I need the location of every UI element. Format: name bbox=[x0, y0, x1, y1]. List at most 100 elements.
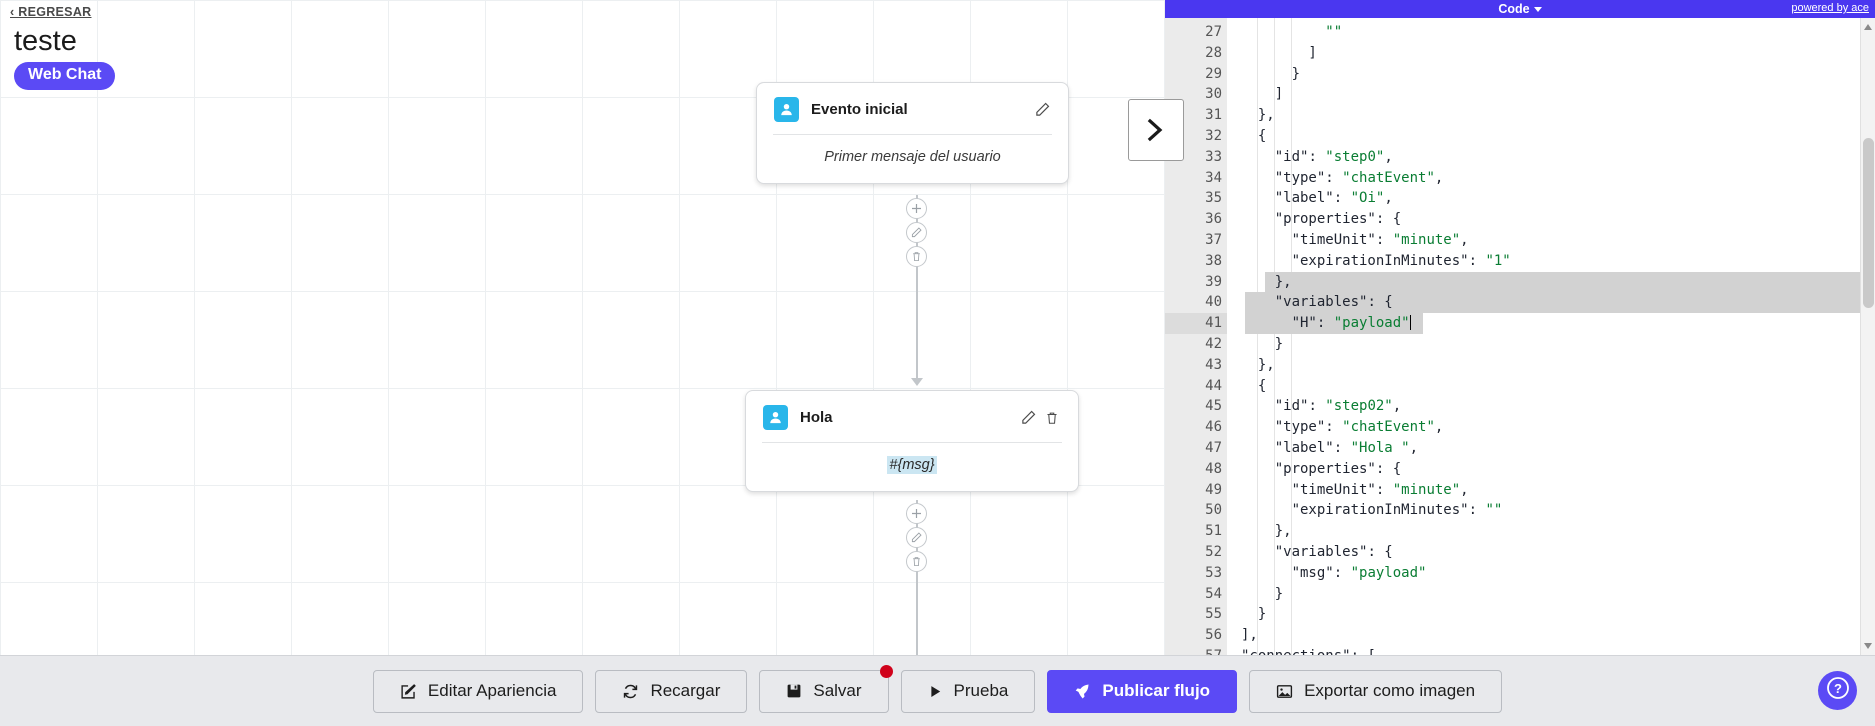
line-number: 54 bbox=[1205, 585, 1222, 602]
line-number: 38 bbox=[1205, 252, 1222, 269]
code-line[interactable]: } bbox=[1241, 585, 1284, 602]
code-line[interactable]: }, bbox=[1241, 107, 1275, 124]
flow-canvas[interactable]: ‹ REGRESAR teste Web Chat bbox=[0, 0, 1165, 655]
delete-step-button[interactable] bbox=[906, 246, 927, 267]
line-number: 41 bbox=[1165, 313, 1227, 334]
image-icon bbox=[1276, 683, 1293, 700]
code-line[interactable]: "type": "chatEvent", bbox=[1274, 419, 1444, 436]
code-line[interactable]: "expirationInMinutes": "" bbox=[1291, 502, 1503, 519]
line-number: 37 bbox=[1205, 231, 1222, 248]
powered-by-link[interactable]: powered by ace bbox=[1791, 2, 1869, 14]
edit-square-icon bbox=[400, 683, 417, 700]
line-number: 44 bbox=[1165, 376, 1236, 397]
flow-node-hola[interactable]: Hola #{msg} bbox=[745, 390, 1079, 492]
code-line[interactable]: ] bbox=[1241, 44, 1317, 61]
add-step-button[interactable] bbox=[906, 198, 927, 219]
publicar-flujo-button[interactable]: Publicar flujo bbox=[1047, 669, 1238, 713]
code-line[interactable]: "" bbox=[1325, 24, 1343, 40]
page-title: teste bbox=[14, 25, 77, 57]
code-line[interactable]: "label": "Oi", bbox=[1274, 190, 1393, 207]
node-body: Primer mensaje del usuario bbox=[824, 149, 1001, 165]
code-line[interactable]: "timeUnit": "minute", bbox=[1291, 481, 1469, 498]
code-line[interactable]: { bbox=[1241, 377, 1267, 394]
prueba-button[interactable]: Prueba bbox=[900, 669, 1036, 713]
line-number: 39 bbox=[1205, 273, 1222, 290]
code-mode-selector[interactable]: Code bbox=[1498, 2, 1542, 16]
code-line[interactable]: "expirationInMinutes": "1" bbox=[1291, 252, 1511, 269]
code-panel-title: Code bbox=[1498, 2, 1530, 16]
editar-apariencia-button[interactable]: Editar Apariencia bbox=[372, 669, 584, 713]
editor-content[interactable]: "" ] } ] }, { "id": "step0", "type": "ch… bbox=[1227, 18, 1875, 655]
back-link[interactable]: ‹ REGRESAR bbox=[10, 5, 92, 19]
code-line[interactable]: }, bbox=[1227, 271, 1875, 293]
trash-icon[interactable] bbox=[1042, 408, 1062, 428]
collapse-panel-handle[interactable] bbox=[1128, 99, 1184, 161]
code-line[interactable]: "properties": { bbox=[1274, 211, 1402, 228]
connector-arrow-1 bbox=[911, 378, 923, 386]
scrollbar-thumb[interactable] bbox=[1863, 138, 1874, 308]
play-icon bbox=[928, 684, 943, 699]
chevron-right-icon bbox=[1145, 117, 1167, 143]
pencil-icon[interactable] bbox=[1018, 408, 1038, 428]
node-body: #{msg} bbox=[746, 443, 1078, 491]
node-header: Hola bbox=[746, 391, 1078, 442]
code-line[interactable]: "connections": [ bbox=[1227, 646, 1875, 655]
connector-actions-1 bbox=[906, 198, 927, 267]
add-step-button[interactable] bbox=[906, 503, 927, 524]
code-line[interactable]: } bbox=[1241, 606, 1267, 623]
code-line[interactable]: "label": "Hola ", bbox=[1274, 439, 1419, 456]
code-line[interactable]: } bbox=[1241, 65, 1301, 82]
edit-step-button[interactable] bbox=[906, 222, 927, 243]
recargar-button[interactable]: Recargar bbox=[595, 669, 748, 713]
code-line[interactable]: ] bbox=[1241, 86, 1284, 103]
code-line[interactable]: }, bbox=[1241, 523, 1292, 540]
connector-line-2 bbox=[916, 500, 918, 655]
code-panel-topbar: Code powered by ace bbox=[1165, 0, 1875, 18]
code-line[interactable]: "type": "chatEvent", bbox=[1274, 169, 1444, 186]
scroll-up-icon[interactable] bbox=[1864, 24, 1872, 30]
line-number: 34 bbox=[1205, 169, 1222, 186]
code-line[interactable]: ], bbox=[1241, 627, 1258, 644]
line-number: 29 bbox=[1205, 65, 1222, 82]
line-number: 52 bbox=[1165, 542, 1236, 563]
help-button[interactable]: ? bbox=[1818, 671, 1857, 710]
salvar-button[interactable]: Salvar bbox=[759, 664, 893, 713]
button-label: Publicar flujo bbox=[1102, 681, 1211, 700]
code-line[interactable]: "variables": { bbox=[1227, 292, 1875, 313]
flow-node-evento-inicial[interactable]: Evento inicial Primer mensaje del usuari… bbox=[756, 82, 1069, 184]
code-line[interactable]: } bbox=[1241, 335, 1284, 352]
code-line[interactable]: { bbox=[1241, 127, 1267, 144]
button-label: Exportar como imagen bbox=[1304, 681, 1476, 700]
code-line[interactable]: }, bbox=[1241, 356, 1275, 373]
code-line[interactable]: "H": "payload" bbox=[1227, 313, 1875, 334]
line-number: 40 bbox=[1165, 292, 1236, 313]
line-number: 46 bbox=[1205, 419, 1222, 436]
node-divider bbox=[762, 442, 1062, 443]
line-number: 28 bbox=[1205, 44, 1222, 61]
code-line[interactable]: "id": "step02", bbox=[1274, 398, 1402, 415]
button-label: Recargar bbox=[650, 681, 721, 700]
edit-step-button[interactable] bbox=[906, 527, 927, 548]
exportar-como-imagen-button[interactable]: Exportar como imagen bbox=[1249, 669, 1503, 713]
refresh-icon bbox=[622, 683, 639, 700]
variable-chip: #{msg} bbox=[887, 456, 937, 474]
code-line[interactable]: "timeUnit": "minute", bbox=[1291, 231, 1469, 248]
line-number: 30 bbox=[1205, 86, 1222, 103]
code-line[interactable]: "properties": { bbox=[1274, 460, 1402, 477]
pencil-icon[interactable] bbox=[1032, 100, 1052, 120]
code-line[interactable]: "variables": { bbox=[1274, 543, 1393, 560]
code-line[interactable]: "msg": "payload" bbox=[1291, 564, 1427, 581]
line-number: 50 bbox=[1205, 502, 1222, 519]
code-line[interactable]: "id": "step0", bbox=[1274, 148, 1393, 165]
line-number: 45 bbox=[1205, 398, 1222, 415]
user-icon bbox=[774, 97, 799, 122]
line-number: 36 bbox=[1165, 209, 1236, 230]
scroll-down-icon[interactable] bbox=[1864, 643, 1872, 649]
editor-scrollbar[interactable] bbox=[1860, 18, 1875, 655]
svg-text:?: ? bbox=[1834, 681, 1842, 696]
delete-step-button[interactable] bbox=[906, 551, 927, 572]
node-header: Evento inicial bbox=[757, 83, 1068, 134]
